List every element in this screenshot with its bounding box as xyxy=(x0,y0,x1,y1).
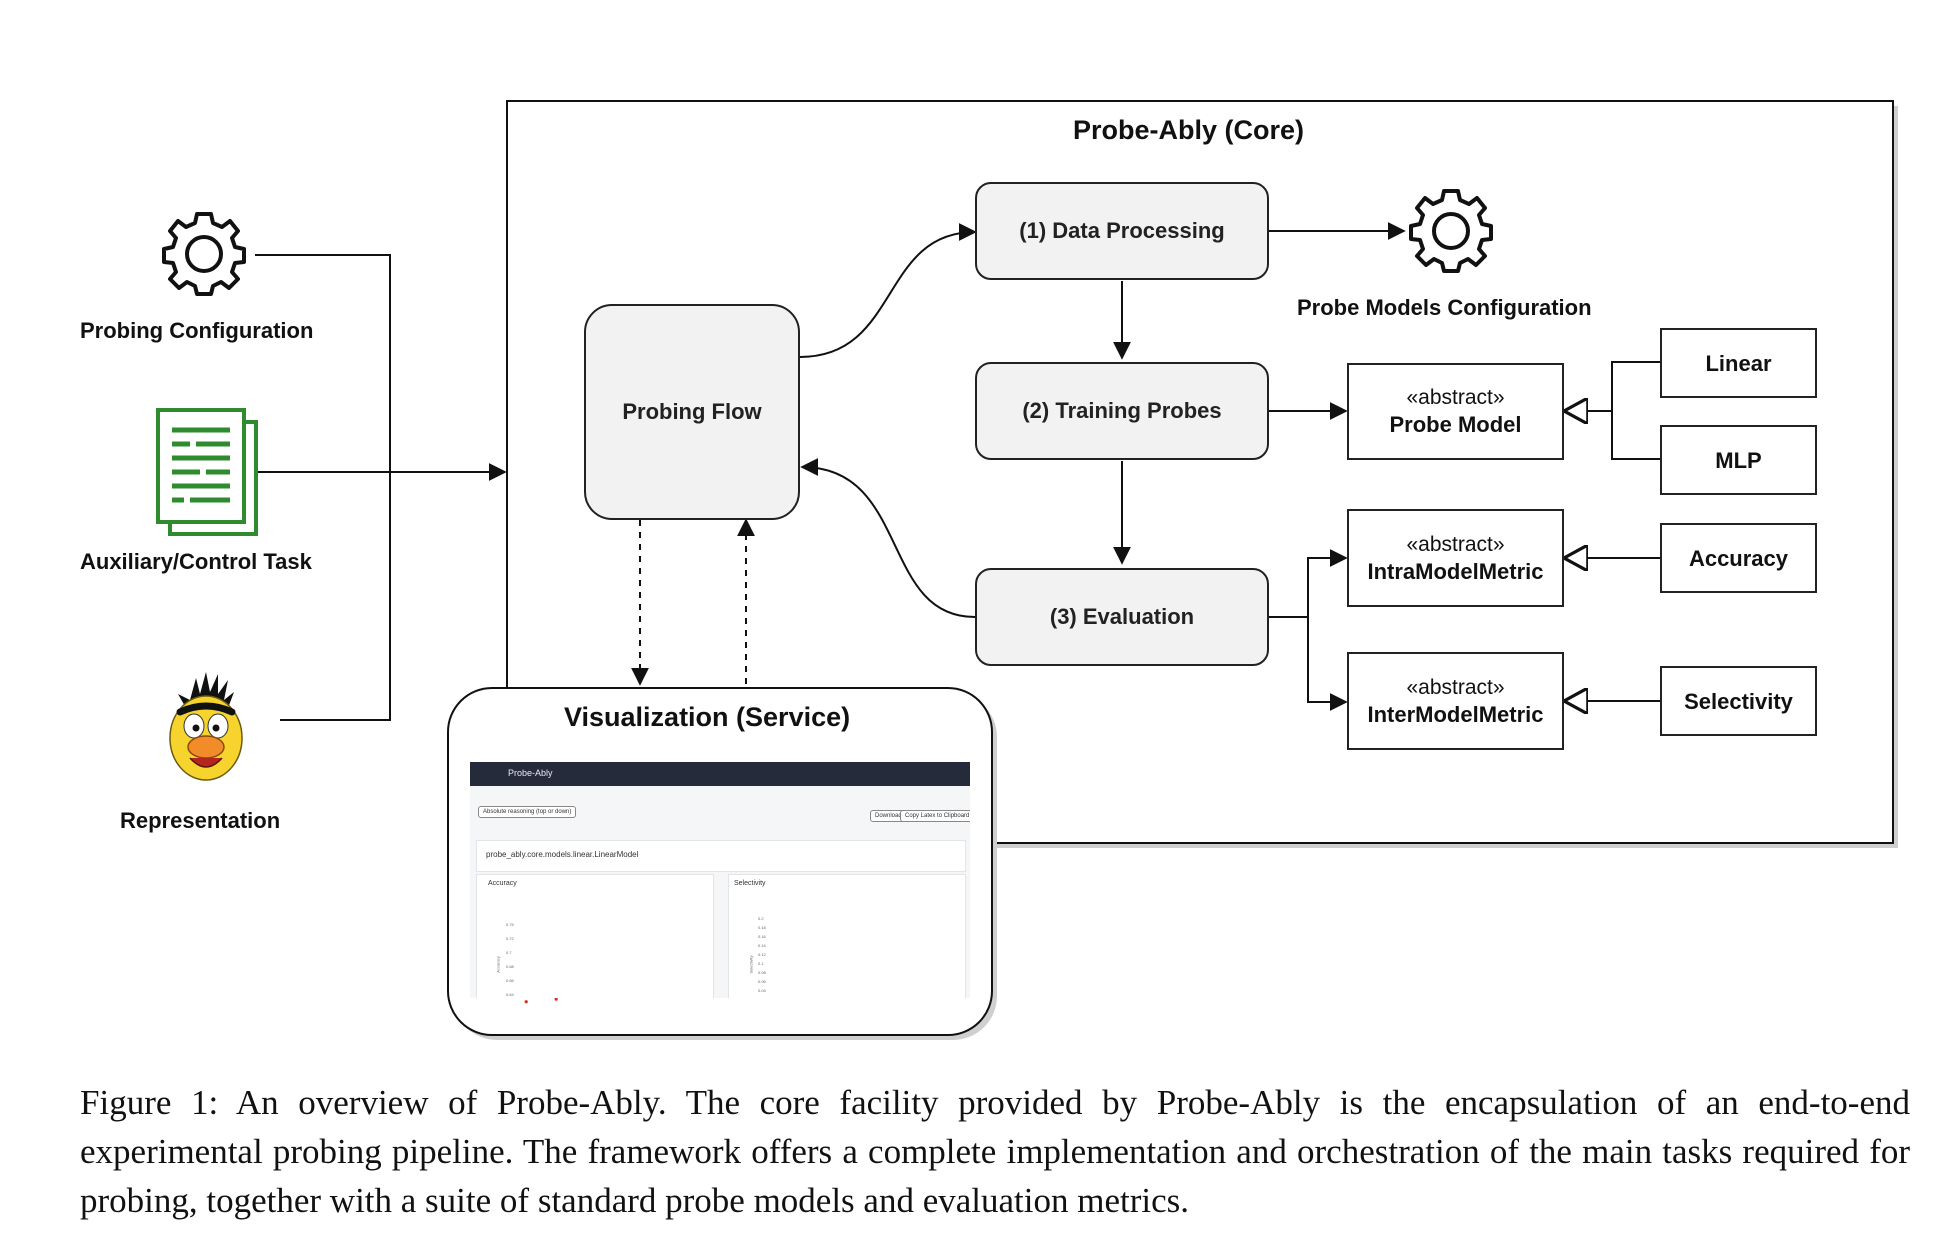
probing-configuration-label: Probing Configuration xyxy=(80,318,314,343)
accuracy-name: Accuracy xyxy=(1688,545,1789,571)
data-processing-node[interactable]: (1) Data Processing xyxy=(975,182,1269,280)
viz-selectivity-axis: Selectivity xyxy=(748,955,754,974)
probe-model-name: Probe Model xyxy=(1389,412,1522,437)
visualization-screenshot: Probe-Ably Absolute reasoning (top or do… xyxy=(470,762,970,998)
intra-model-metric-class[interactable]: «abstract» IntraModelMetric xyxy=(1347,509,1564,607)
representation-label: Representation xyxy=(120,808,281,833)
probing-flow-node[interactable]: Probing Flow xyxy=(584,304,800,520)
training-probes-node[interactable]: (2) Training Probes xyxy=(975,362,1269,460)
viz-selectivity-ticks: 0.2 0.18 0.16 0.14 0.12 0.1 0.08 0.06 0.04 0.02 xyxy=(758,914,766,998)
selectivity-class[interactable]: Selectivity xyxy=(1660,666,1817,736)
inter-model-metric-name: InterModelMetric xyxy=(1367,701,1544,727)
viz-selectivity-title: Selectivity xyxy=(734,880,766,887)
evaluation-to-flow-arrow xyxy=(800,458,976,618)
viz-tick-label: 0.66 xyxy=(506,978,514,983)
viz-tick-label: 0.1 xyxy=(758,961,764,966)
flow-to-data-processing-arrow xyxy=(799,223,977,358)
viz-tick-label: 0.72 xyxy=(506,936,514,941)
evaluation-node[interactable]: (3) Evaluation xyxy=(975,568,1269,666)
document-icon xyxy=(156,408,258,536)
viz-app-name: Probe-Ably xyxy=(508,768,553,778)
viz-tick-label: 0.08 xyxy=(758,970,766,975)
probe-models-configuration-label: Probe Models Configuration xyxy=(1297,295,1592,320)
linear-class[interactable]: Linear xyxy=(1660,328,1817,398)
accuracy-class[interactable]: Accuracy xyxy=(1660,523,1817,593)
viz-tick-label: 0.68 xyxy=(506,964,514,969)
viz-model-panel xyxy=(476,840,966,872)
viz-tick-label: 0.12 xyxy=(758,952,766,957)
viz-scatter-dot xyxy=(554,997,558,1001)
probe-model-class[interactable]: «abstract» Probe Model xyxy=(1347,363,1564,460)
auxiliary-task-label: Auxiliary/Control Task xyxy=(80,549,312,574)
viz-tick-label: 0.18 xyxy=(758,925,766,930)
mlp-class[interactable]: MLP xyxy=(1660,425,1817,495)
probe-model-stereotype: «abstract» xyxy=(1406,386,1505,409)
viz-tick-label: 0.06 xyxy=(758,979,766,984)
viz-copy-button[interactable]: Copy Latex to Clipboard xyxy=(900,810,970,822)
character-face-icon xyxy=(169,672,243,781)
training-probes-label: (2) Training Probes xyxy=(1022,398,1222,423)
viz-tick-label: 0.7 xyxy=(506,950,512,955)
viz-accuracy-panel xyxy=(476,874,714,998)
viz-tick-label: 0.04 xyxy=(758,988,766,993)
data-processing-label: (1) Data Processing xyxy=(1019,218,1225,243)
viz-tick-label: 0.2 xyxy=(758,916,764,921)
figure-caption: Figure 1: An overview of Probe-Ably. The… xyxy=(80,1083,1910,1220)
viz-accuracy-title: Accuracy xyxy=(488,880,517,887)
probing-flow-label: Probing Flow xyxy=(622,399,762,424)
inter-model-metric-class[interactable]: «abstract» InterModelMetric xyxy=(1347,652,1564,750)
gear-icon xyxy=(162,212,246,296)
input-bracket-line xyxy=(255,254,391,721)
viz-tick-label: 0.14 xyxy=(758,943,766,948)
viz-model-path: probe_ably.core.models.linear.LinearMode… xyxy=(486,850,639,859)
viz-selectivity-panel xyxy=(728,874,966,998)
viz-scatter-dot xyxy=(524,1000,528,1004)
visualization-title: Visualization (Service) xyxy=(564,702,851,732)
inter-model-metric-stereotype: «abstract» xyxy=(1406,675,1505,699)
selectivity-name: Selectivity xyxy=(1684,688,1793,714)
core-title: Probe-Ably (Core) xyxy=(1073,115,1305,145)
viz-tick-label: 0.02 xyxy=(758,995,766,998)
intra-model-metric-stereotype: «abstract» xyxy=(1406,532,1505,556)
gear-icon xyxy=(1409,189,1493,273)
viz-accuracy-ticks: 0.75 0.72 0.7 0.68 0.66 0.64 xyxy=(506,918,514,998)
viz-tick-label: 0.75 xyxy=(506,922,514,927)
evaluation-label: (3) Evaluation xyxy=(1049,604,1195,629)
linear-name: Linear xyxy=(1705,350,1772,376)
evaluation-to-intra-arrow xyxy=(1268,549,1348,618)
mlp-name: MLP xyxy=(1715,447,1762,473)
viz-accuracy-axis: Accuracy xyxy=(495,956,501,973)
viz-tick-label: 0.64 xyxy=(506,992,514,997)
intra-model-metric-name: IntraModelMetric xyxy=(1367,558,1544,584)
viz-tick-label: 0.16 xyxy=(758,934,766,939)
viz-task-button[interactable]: Absolute reasoning (top or down) xyxy=(478,806,577,818)
viz-top-bar: Probe-Ably xyxy=(470,762,970,786)
evaluation-to-inter-arrow xyxy=(1307,617,1348,711)
